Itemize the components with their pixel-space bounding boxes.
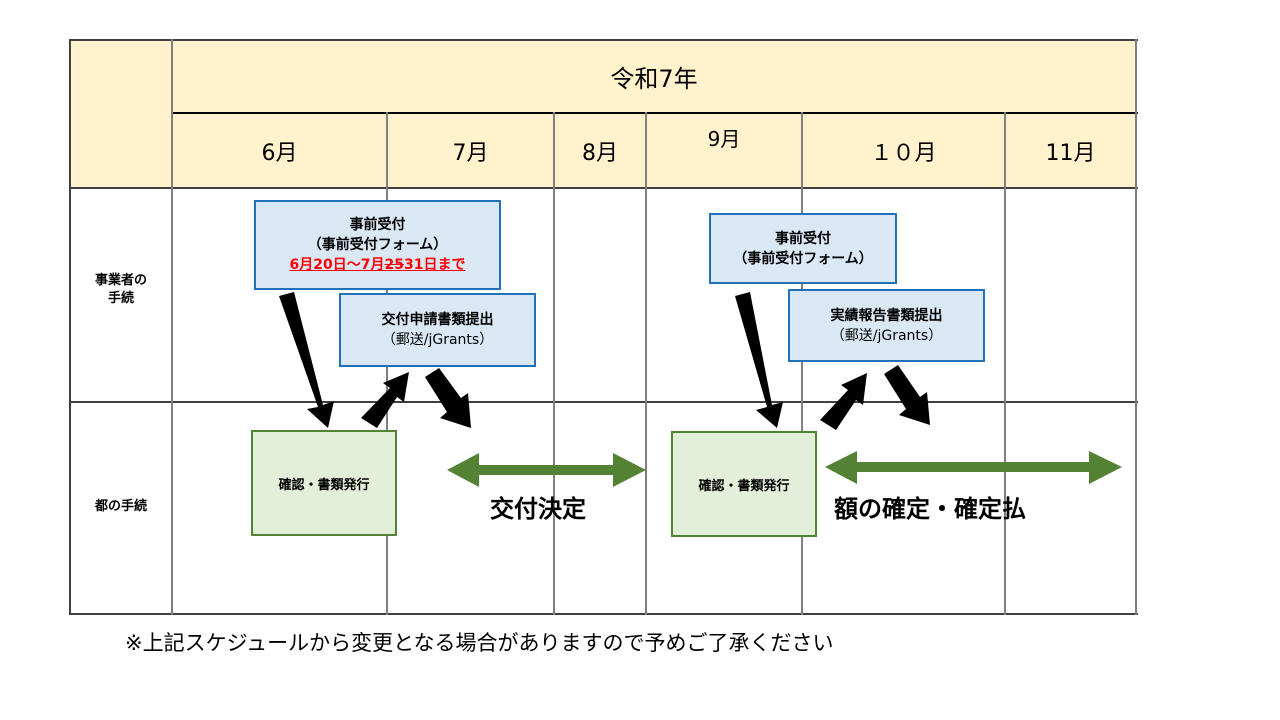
grid-line [70,613,1138,615]
grid-line [553,112,555,615]
confirm-issue-box-1: 確認・書類発行 [251,430,397,536]
box-subtitle: （郵送/jGrants） [381,332,494,348]
deadline-struck: 25 [384,257,404,273]
box-title: 事前受付 [349,217,406,233]
box-label: 確認・書類発行 [278,477,370,493]
box-title: 事前受付 [775,230,831,247]
amount-confirmation-label: 額の確定・確定払 [834,495,1026,523]
arrow-down-to-confirm-2 [735,292,783,428]
footnote: ※上記スケジュールから変更となる場合がありますので予めご了承ください [125,631,834,655]
month-label: 6月 [261,140,298,166]
month-label: 7月 [452,140,489,166]
month-label: 11月 [1045,140,1096,166]
grid-line [645,112,647,615]
performance-report-box: 実績報告書類提出 （郵送/jGrants） [788,289,985,362]
period-arrow-amount-confirmation [825,451,1122,484]
box-subtitle: （郵送/jGrants） [830,327,943,344]
row-label-metro: 都の手続 [70,497,172,517]
arrow-up-to-performance-report [820,373,867,430]
month-header-nov: 11月 [1005,113,1136,188]
row-label-business: 事業者の 手続 [70,270,172,310]
arrow-down-to-grant-decision [425,368,471,428]
month-header-sep: 9月 [646,113,802,188]
row-label-line: 手続 [107,291,134,306]
grid-line [69,39,71,615]
box-subtitle: （事前受付フォーム） [733,250,873,267]
grid-line [801,112,803,615]
month-header-oct: １０月 [802,113,1005,188]
pre-reception-box-1: 事前受付 （事前受付フォーム） 6月20日～7月2531日まで [254,200,501,290]
deadline-prefix: 6月20日～7月 [289,257,385,273]
month-header-aug: 8月 [554,113,646,188]
period-arrow-grant-decision [447,453,646,487]
grant-application-box: 交付申請書類提出 （郵送/jGrants） [339,293,536,367]
row-label-line: 事業者の [94,273,147,288]
year-label: 令和7年 [610,65,698,93]
deadline-suffix: 31日まで [403,257,466,273]
pre-reception-box-2: 事前受付 （事前受付フォーム） [709,213,897,284]
grid-line [1135,39,1137,615]
month-label: 9月 [707,127,741,151]
confirm-issue-box-2: 確認・書類発行 [671,431,817,537]
grid-line [1004,112,1006,615]
grid-line [70,39,1138,41]
arrow-down-to-confirm-1 [279,292,334,428]
year-header-cell: 令和7年 [172,40,1136,113]
box-label: 確認・書類発行 [698,478,790,494]
grant-decision-label: 交付決定 [490,495,586,523]
month-label: １０月 [870,140,937,166]
grid-line [172,112,1138,114]
deadline-text: 6月20日～7月2531日まで [290,255,466,275]
month-header-jul: 7月 [387,113,554,188]
grid-line [70,401,1138,403]
box-subtitle: （事前受付フォーム） [307,237,448,253]
grid-line [70,187,1138,189]
month-header-jun: 6月 [172,113,387,188]
arrow-up-to-grant-application [361,372,409,428]
arrow-down-to-amount-confirmation [884,365,930,425]
header-corner-cell [70,40,172,188]
month-label: 8月 [582,140,618,166]
row-label-text: 都の手続 [94,499,147,514]
grid-line [171,39,173,615]
box-title: 交付申請書類提出 [381,312,494,328]
box-title: 実績報告書類提出 [830,307,943,324]
